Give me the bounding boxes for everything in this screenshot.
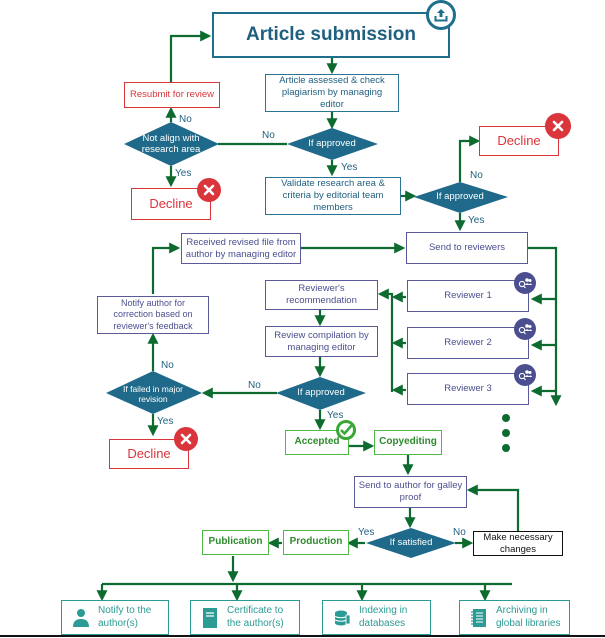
label-if-approved-3: If approved <box>297 387 345 399</box>
edge-label-yes: Yes <box>327 410 344 421</box>
upload-icon <box>426 0 456 30</box>
node-reviewer-recommendation[interactable]: Reviewer's recommendation <box>265 280 378 310</box>
more-reviewers-dot <box>502 444 510 452</box>
node-reviewer-2[interactable]: Reviewer 2 <box>407 327 529 359</box>
edge-label-no: No <box>453 527 466 538</box>
output-notify[interactable]: Notify to the author(s) <box>61 600 169 635</box>
x-circle-icon <box>545 113 571 139</box>
reviewer-group-icon <box>514 318 536 340</box>
more-reviewers-dot <box>502 429 510 437</box>
more-reviewers-dot <box>502 414 510 422</box>
library-icon <box>471 608 486 627</box>
node-notify-correction[interactable]: Notify author for correction based on re… <box>97 296 209 334</box>
node-copyediting[interactable]: Copyediting <box>374 430 442 455</box>
node-galley-proof[interactable]: Send to author for galley proof <box>354 476 467 508</box>
x-circle-icon <box>197 178 221 202</box>
x-circle-icon <box>174 427 198 451</box>
node-validate[interactable]: Validate research area & criteria by edi… <box>265 177 401 215</box>
edge-label-no: No <box>248 380 261 391</box>
output-indexing[interactable]: Indexing in databases <box>322 600 431 635</box>
article-submission-box[interactable]: Article submission <box>212 12 450 58</box>
edge-label-yes: Yes <box>468 215 485 226</box>
node-send-reviewers[interactable]: Send to reviewers <box>406 232 528 264</box>
edge-label-yes: Yes <box>341 162 358 173</box>
output-archiving[interactable]: Archiving in global libraries <box>459 600 570 635</box>
node-review-compilation[interactable]: Review compilation by managing editor <box>265 326 378 357</box>
edge-notify-received <box>151 242 181 294</box>
document-icon <box>203 607 217 628</box>
edge-label-no: No <box>179 114 192 125</box>
reviewer-group-icon <box>514 272 536 294</box>
edge-label-yes: Yes <box>157 416 174 427</box>
edge-label-no: No <box>262 130 275 141</box>
node-assessed[interactable]: Article assessed & check plagiarism by m… <box>265 74 399 112</box>
node-reviewer-1[interactable]: Reviewer 1 <box>407 280 529 312</box>
label-if-approved-1: If approved <box>308 138 356 150</box>
edge-label-yes: Yes <box>175 168 192 179</box>
edge-rail-recommendation <box>377 288 394 392</box>
output-certificate[interactable]: Certificate to the author(s) <box>190 600 300 635</box>
node-production[interactable]: Production <box>283 530 349 555</box>
node-publication[interactable]: Publication <box>202 530 269 555</box>
label-if-satisfied: If satisfied <box>389 537 433 549</box>
edge-resubmit-submission <box>169 30 212 83</box>
title-text: Article submission <box>246 24 416 46</box>
node-resubmit[interactable]: Resubmit for review <box>124 82 220 108</box>
node-received-revised[interactable]: Received revised file from author by man… <box>181 233 301 264</box>
label-not-align: Not align with research area <box>141 132 201 155</box>
node-reviewer-3[interactable]: Reviewer 3 <box>407 373 529 405</box>
reviewer-group-icon <box>514 364 536 386</box>
edge-label-no: No <box>470 170 483 181</box>
label-if-failed: If failed in major revision <box>123 383 183 404</box>
check-circle-icon <box>336 420 356 440</box>
database-icon <box>334 610 351 625</box>
edge-label-no: No <box>161 360 174 371</box>
person-icon <box>73 608 89 627</box>
label-if-approved-2: If approved <box>436 191 484 203</box>
node-decline-3[interactable]: Decline <box>109 439 189 469</box>
edge-changes-galley <box>466 484 520 531</box>
node-make-changes[interactable]: Make necessary changes <box>473 531 563 556</box>
edge-label-yes: Yes <box>358 527 375 538</box>
